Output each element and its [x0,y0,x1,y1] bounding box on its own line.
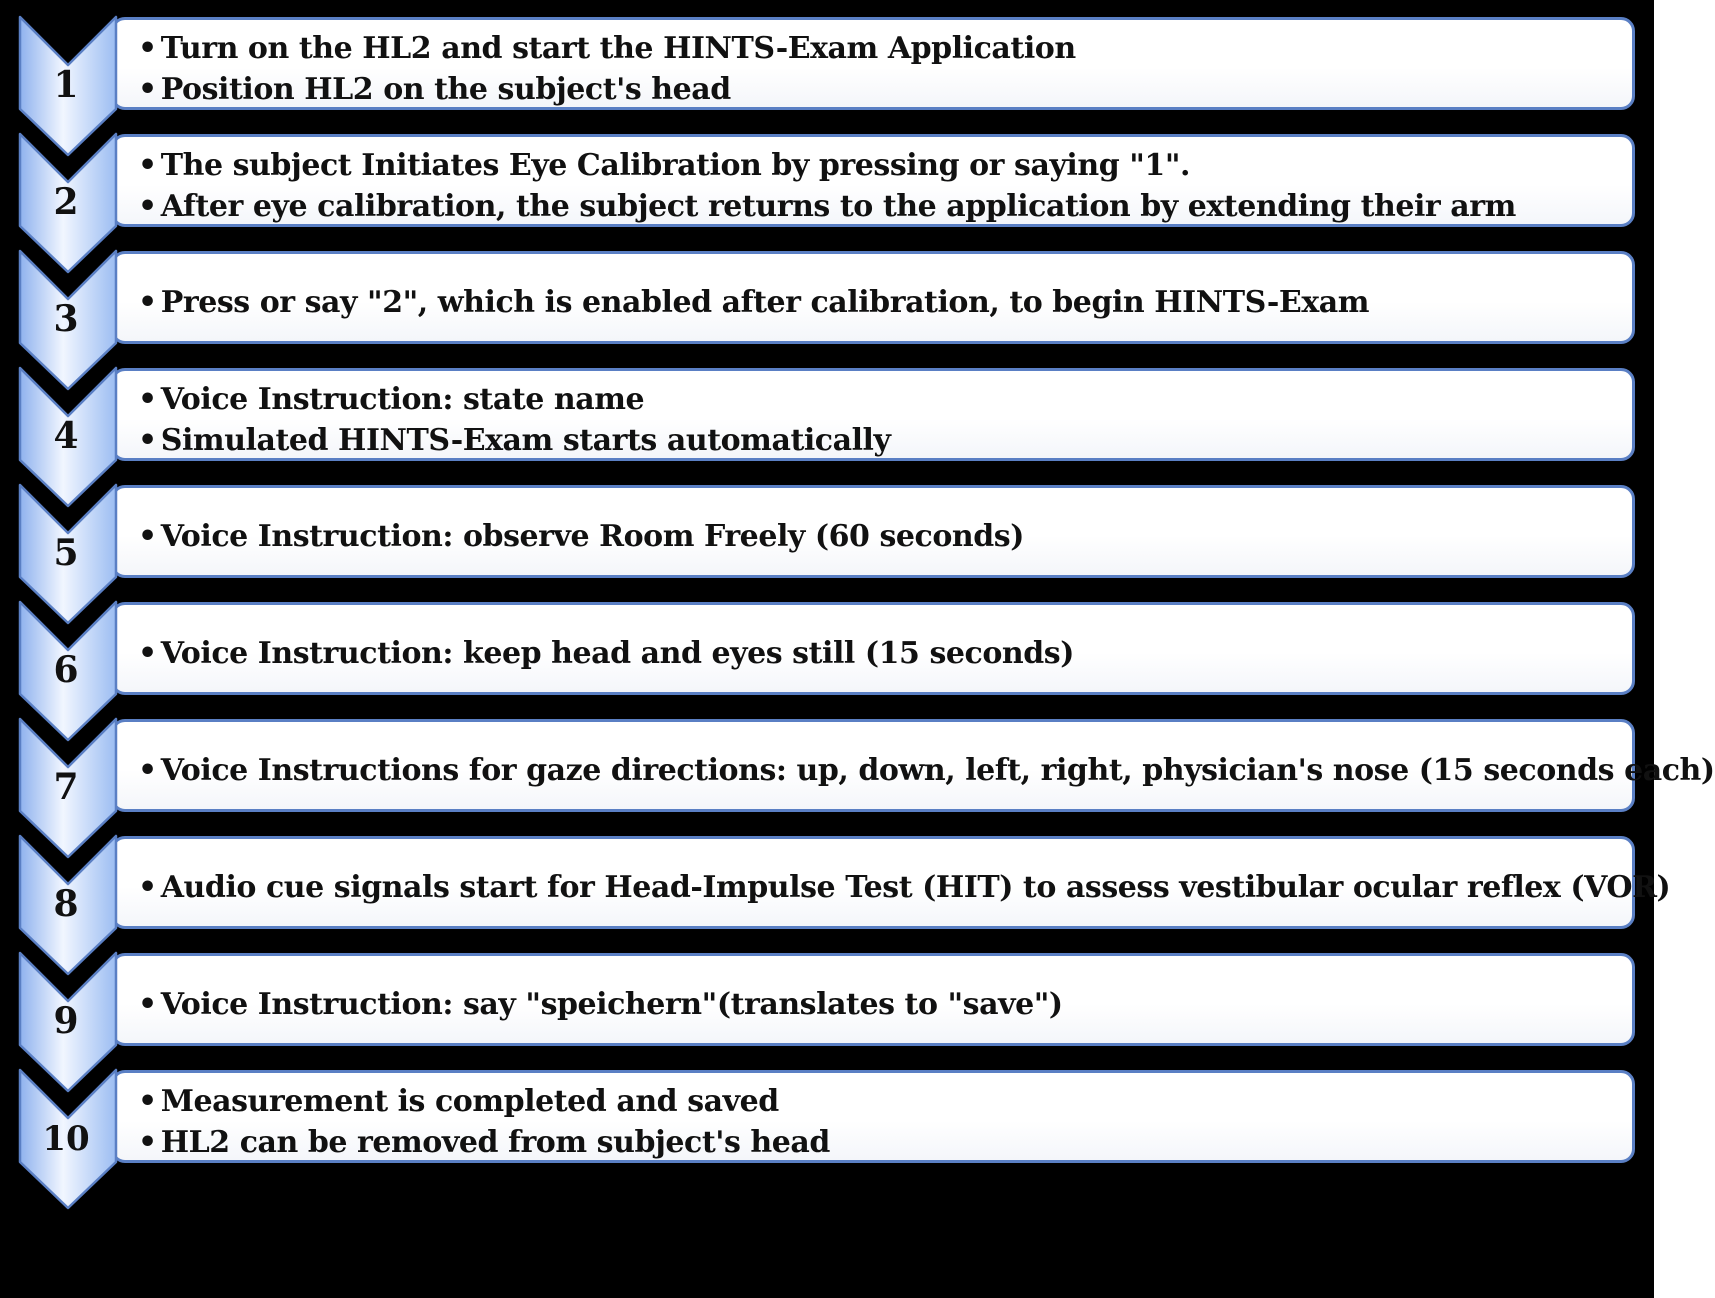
step-9-box: Voice Instruction: say "speichern"(trans… [111,953,1635,1046]
step-10-line-2: HL2 can be removed from subject's head [138,1122,1612,1163]
diagram-background: Turn on the HL2 and start the HINTS-Exam… [0,0,1654,1298]
step-1-line-2: Position HL2 on the subject's head [138,69,1612,110]
step-7-box: Voice Instructions for gaze directions: … [111,719,1715,812]
step-3-line-1: Press or say "2", which is enabled after… [138,282,1612,323]
step-6-box: Voice Instruction: keep head and eyes st… [111,602,1635,695]
step-9-line-1: Voice Instruction: say "speichern"(trans… [138,984,1612,1025]
step-4-line-1: Voice Instruction: state name [138,379,1612,420]
step-6-line-1: Voice Instruction: keep head and eyes st… [138,633,1612,674]
step-8-box: Audio cue signals start for Head-Impulse… [111,836,1671,929]
step-4-line-2: Simulated HINTS-Exam starts automaticall… [138,420,1612,461]
step-1-box: Turn on the HL2 and start the HINTS-Exam… [111,17,1635,110]
step-10-box: Measurement is completed and saved HL2 c… [111,1070,1635,1163]
step-5-line-1: Voice Instruction: observe Room Freely (… [138,516,1612,557]
step-5-box: Voice Instruction: observe Room Freely (… [111,485,1635,578]
step-2-box: The subject Initiates Eye Calibration by… [111,134,1635,227]
step-10-line-1: Measurement is completed and saved [138,1081,1612,1122]
step-7-line-1: Voice Instructions for gaze directions: … [138,750,1715,791]
step-4-box: Voice Instruction: state name Simulated … [111,368,1635,461]
step-8-line-1: Audio cue signals start for Head-Impulse… [138,867,1671,908]
step-2-line-2: After eye calibration, the subject retur… [138,186,1612,227]
step-2-line-1: The subject Initiates Eye Calibration by… [138,145,1612,186]
step-1-line-1: Turn on the HL2 and start the HINTS-Exam… [138,28,1612,69]
step-3-box: Press or say "2", which is enabled after… [111,251,1635,344]
